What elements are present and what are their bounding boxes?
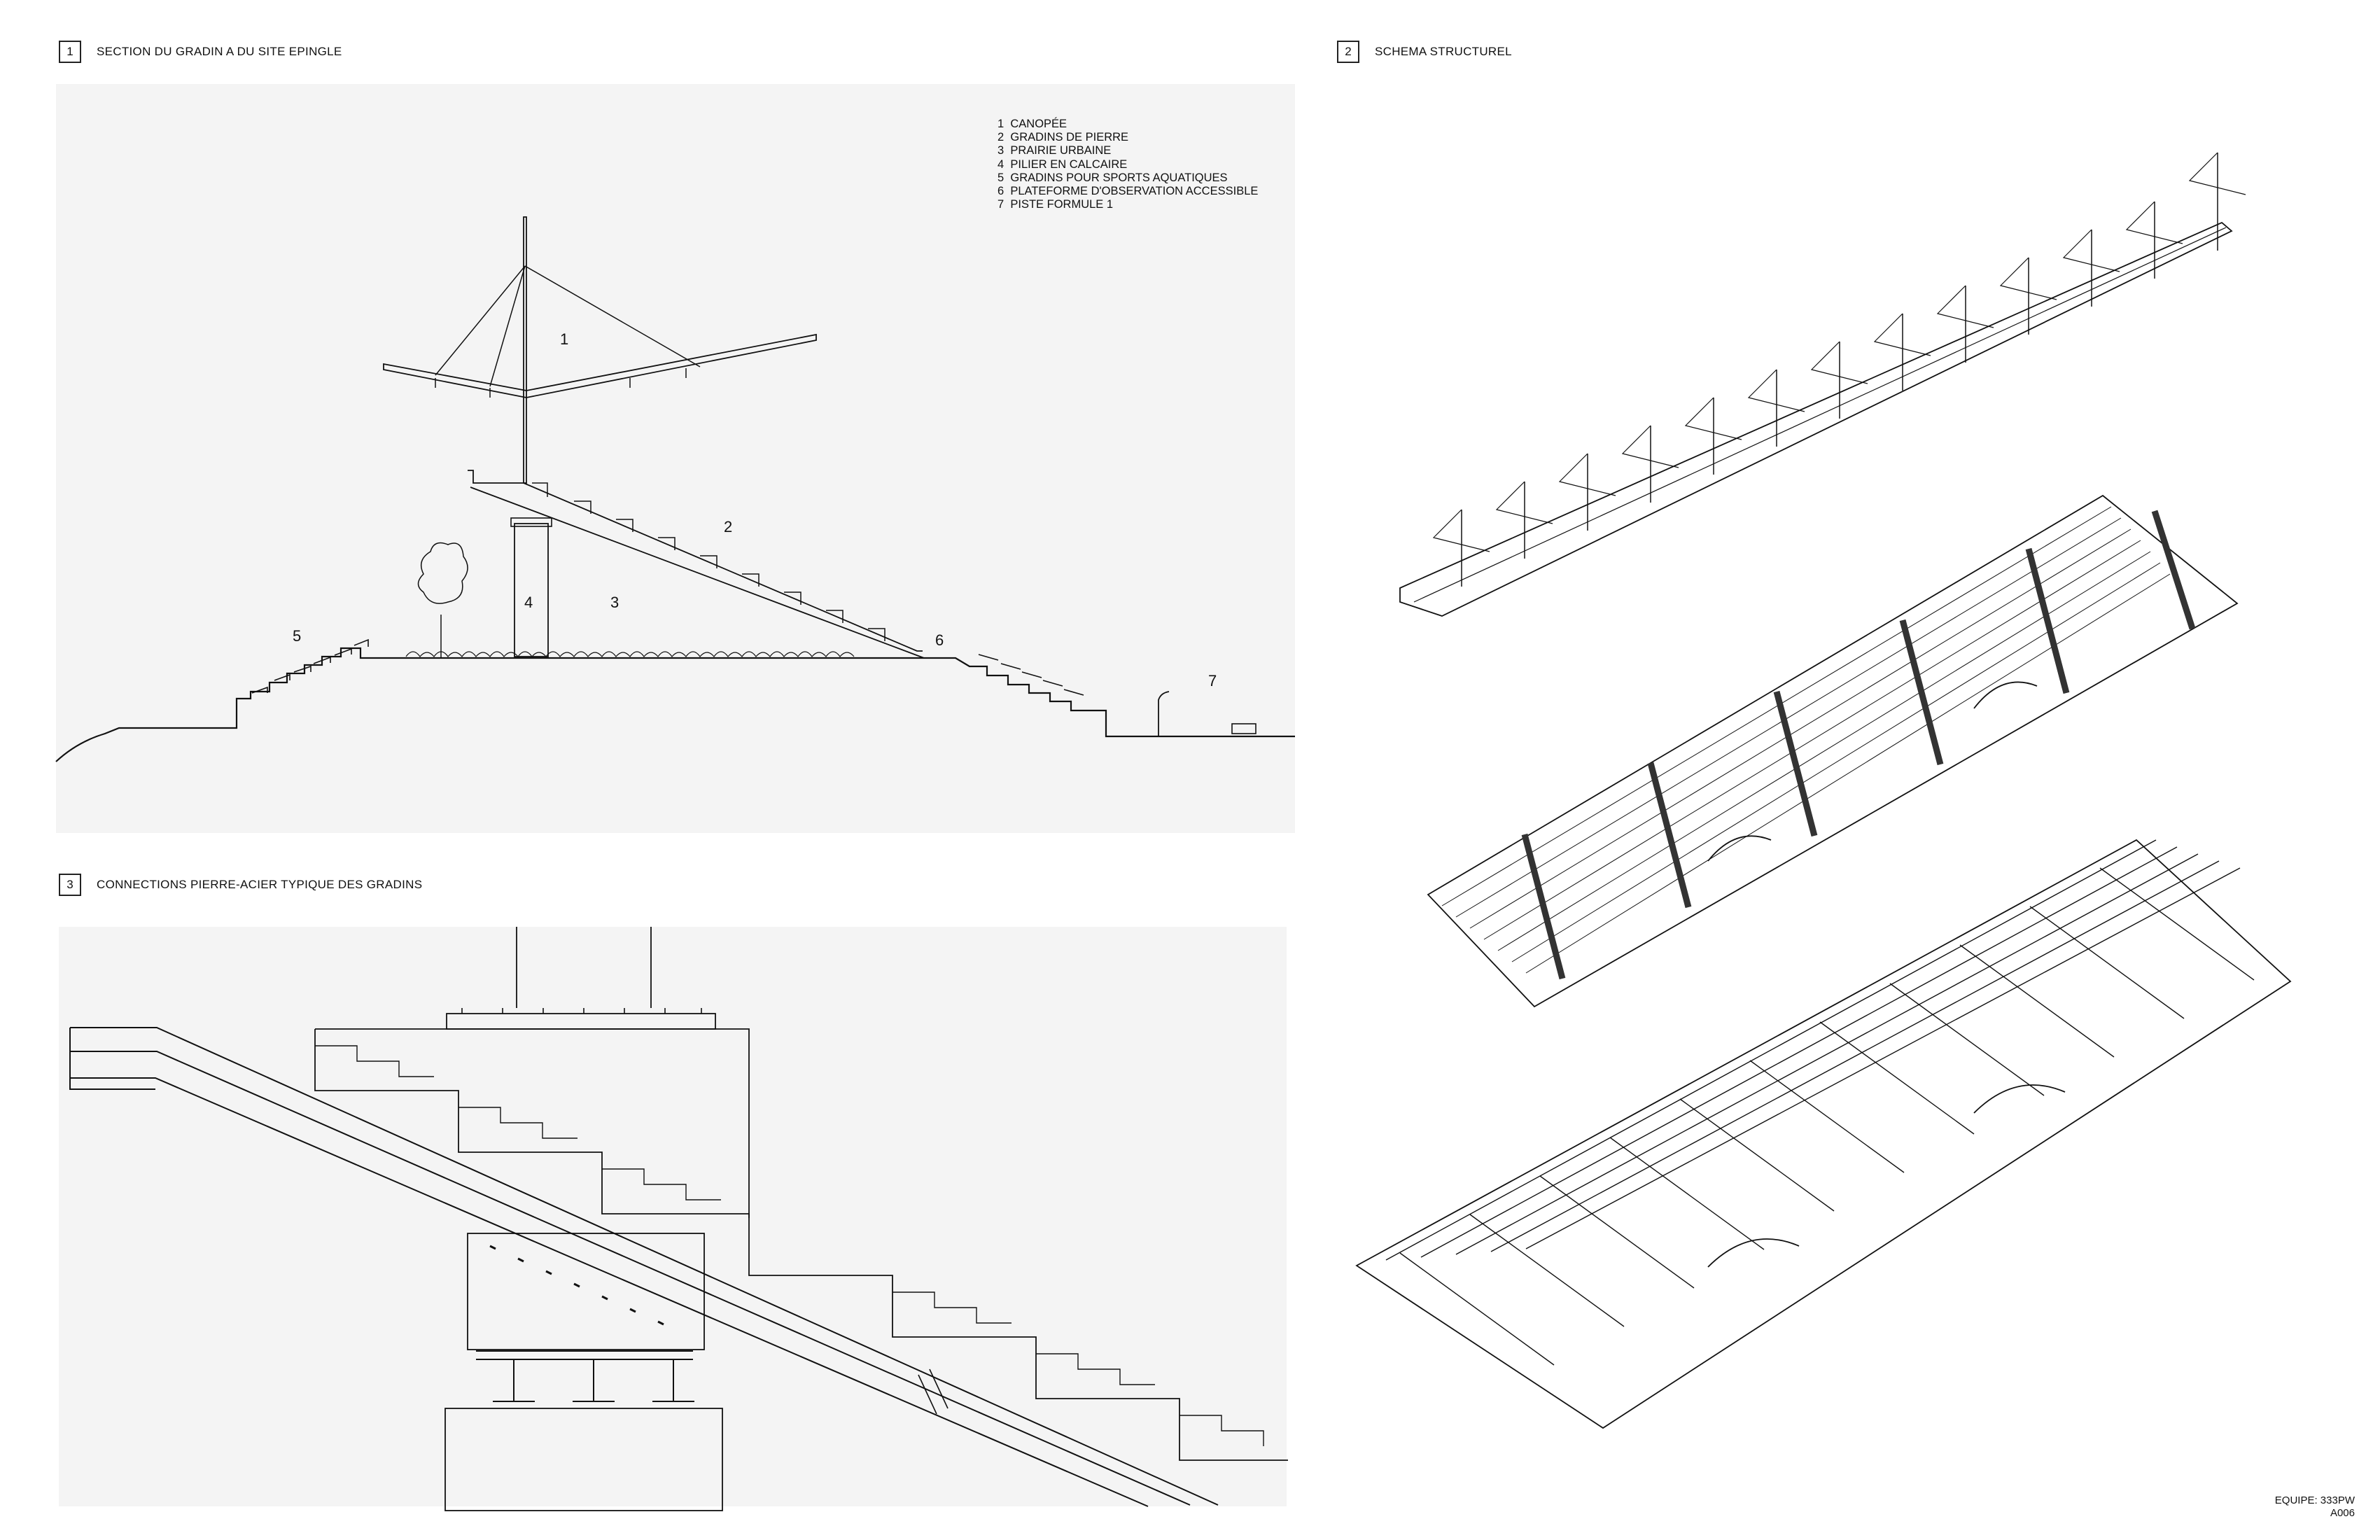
title-block: EQUIPE: 333PW A006 — [2275, 1494, 2355, 1520]
sheet-number: A006 — [2330, 1507, 2355, 1519]
section-header: 1 SECTION DU GRADIN A DU SITE EPINGLE — [59, 41, 342, 63]
tier-ribs — [1521, 510, 2196, 980]
callout-1: 1 — [560, 330, 568, 348]
section-title: SECTION DU GRADIN A DU SITE EPINGLE — [97, 45, 342, 58]
connections-number: 3 — [59, 874, 81, 896]
inclined-beam — [70, 1027, 1219, 1507]
stone-tier-layer — [1427, 494, 2239, 1008]
support-pier — [444, 1408, 723, 1511]
callout-6: 6 — [935, 631, 944, 649]
ground-profile — [55, 647, 1295, 762]
legend-item: 6 PLATEFORME D'OBSERVATION ACCESSIBLE — [997, 185, 1259, 198]
connection-detail-background — [59, 927, 1287, 1506]
legend-item: 5 GRADINS POUR SPORTS AQUATIQUES — [997, 171, 1228, 184]
legend-item: 1 CANOPÉE — [997, 118, 1068, 130]
tier-opening — [1707, 681, 2038, 862]
schema-number: 2 — [1337, 41, 1359, 63]
stone-tiers — [468, 470, 925, 659]
callout-3: 3 — [610, 594, 619, 611]
callout-2: 2 — [724, 518, 732, 536]
legend-item: 2 GRADINS DE PIERRE — [997, 131, 1129, 144]
canopy-wing — [383, 333, 817, 398]
stone-block — [315, 1028, 750, 1218]
legend-item: 4 PILIER EN CALCAIRE — [997, 158, 1128, 171]
steel-grid-layer — [1355, 839, 2292, 1429]
section-legend: 1 CANOPÉE 2 GRADINS DE PIERRE 3 PRAIRIE … — [997, 118, 1258, 211]
callout-7: 7 — [1208, 672, 1217, 690]
schema-header: 2 SCHEMA STRUCTUREL — [1337, 41, 1512, 63]
legend-item: 7 PISTE FORMULE 1 — [997, 198, 1114, 211]
connections-title: CONNECTIONS PIERRE-ACIER TYPIQUE DES GRA… — [97, 878, 423, 891]
race-car — [1231, 723, 1256, 734]
canopy-mast — [523, 216, 527, 484]
tree — [417, 542, 468, 658]
canopy-masts — [1432, 152, 2246, 587]
connections-header: 3 CONNECTIONS PIERRE-ACIER TYPIQUE DES G… — [59, 874, 422, 896]
schema-title: SCHEMA STRUCTUREL — [1375, 45, 1512, 58]
callout-4: 4 — [524, 594, 533, 611]
section-drawing-background — [56, 84, 1295, 833]
hanger-rods — [516, 927, 652, 1008]
callout-5: 5 — [293, 627, 301, 645]
lamp-post — [1158, 691, 1170, 736]
i-beams — [476, 1350, 694, 1402]
limestone-pier — [514, 523, 549, 657]
team-label: EQUIPE: 333PW — [2274, 1494, 2355, 1506]
canopy-layer — [1399, 221, 2233, 617]
legend-item: 3 PRAIRIE URBAINE — [997, 144, 1112, 158]
step-profile — [314, 1029, 1288, 1461]
grid-opening — [1707, 1084, 2066, 1268]
section-number: 1 — [59, 41, 81, 63]
meadow — [405, 651, 855, 657]
connection-plate — [467, 1233, 705, 1350]
